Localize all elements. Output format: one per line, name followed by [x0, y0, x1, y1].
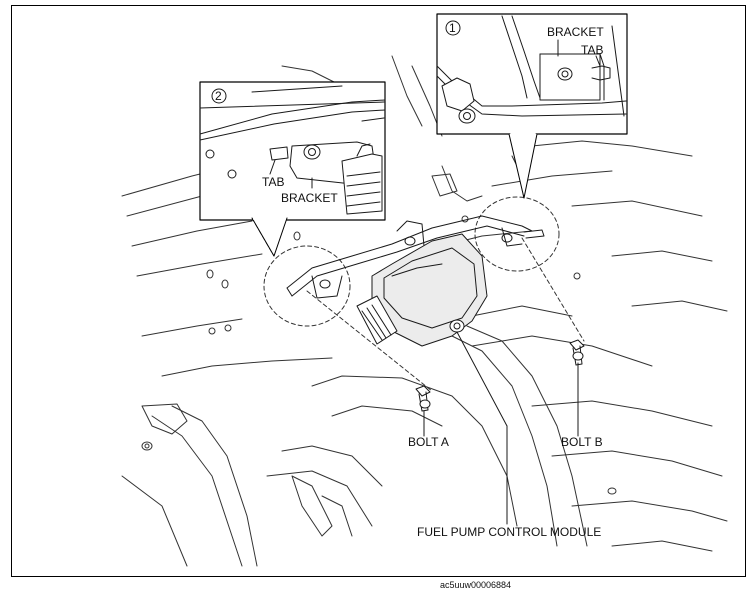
inset-2-number: 2	[215, 89, 222, 103]
inset-2-tab-label: TAB	[262, 175, 284, 189]
bolt-a-label: BOLT A	[408, 435, 449, 449]
inset-1-number: 1	[449, 21, 456, 35]
inset-1-bracket-label: BRACKET	[547, 25, 604, 39]
bolt-b-label: BOLT B	[561, 435, 603, 449]
inset-2	[199, 81, 386, 257]
inset-1	[436, 13, 628, 199]
bolt-b	[569, 339, 585, 366]
fuel-pump-module-diagram: 1 2 BRACKET TAB TAB BRACKET BOLT A BOLT …	[121, 13, 728, 567]
fuel-pump-control-module	[356, 233, 488, 347]
label-leaders	[423, 331, 579, 525]
inset-1-tab-label: TAB	[581, 43, 603, 57]
figure-id: ac5uuw00006884	[440, 580, 512, 590]
diagram-frame: 1 2 BRACKET TAB TAB BRACKET BOLT A BOLT …	[11, 5, 746, 577]
inset-2-bracket-label: BRACKET	[281, 191, 338, 205]
bolt-a	[415, 385, 431, 412]
module-label: FUEL PUMP CONTROL MODULE	[417, 525, 601, 539]
module-bracket	[286, 215, 545, 299]
floor-panel	[121, 55, 728, 567]
